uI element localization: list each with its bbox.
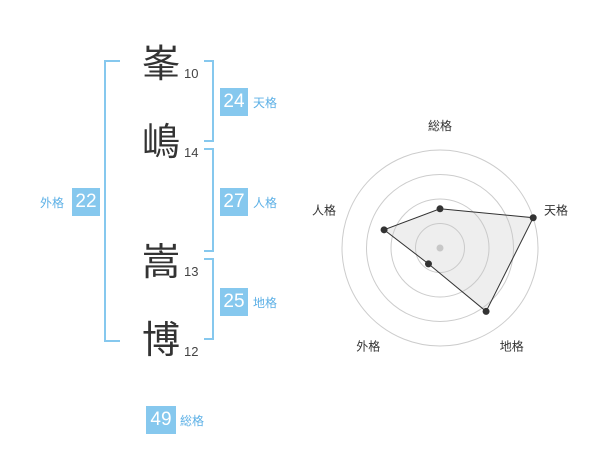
radar-point [436, 205, 444, 213]
name-char-3: 嵩 [142, 240, 181, 284]
radar-area [383, 208, 534, 313]
gaikaku-label: 外格 [40, 196, 65, 210]
radar-axis-label: 総格 [428, 118, 452, 133]
tenkaku-bracket [204, 60, 214, 142]
chikaku-value: 25 [220, 288, 248, 316]
radar-axis-label: 外格 [356, 339, 380, 354]
soukaku-value: 49 [146, 406, 176, 434]
chikaku-label: 地格 [253, 296, 278, 310]
radar-ring [341, 149, 539, 347]
soukaku-label: 総格 [180, 414, 205, 428]
tenkaku-value: 24 [220, 88, 248, 116]
radar-point [380, 226, 388, 234]
radar-axis-label: 地格 [500, 339, 524, 354]
chikaku-bracket [204, 258, 214, 340]
jinkaku-value: 27 [220, 188, 248, 216]
stroke-count-4: 12 [184, 344, 199, 359]
radar-point [424, 260, 432, 268]
name-char-4: 博 [142, 318, 181, 362]
stroke-count-2: 14 [184, 145, 199, 160]
radar-point [529, 214, 537, 222]
name-char-2: 嶋 [142, 120, 181, 164]
stroke-count-3: 13 [184, 264, 199, 279]
jinkaku-label: 人格 [253, 196, 278, 210]
stroke-count-1: 10 [184, 66, 199, 81]
radar-axis-label: 人格 [312, 202, 336, 217]
radar-axis-label: 天格 [544, 202, 568, 217]
radar-point [482, 307, 490, 315]
radar-center [436, 244, 444, 252]
jinkaku-bracket [204, 148, 214, 252]
tenkaku-label: 天格 [253, 96, 278, 110]
name-char-1: 峯 [142, 42, 181, 86]
radar-ring [415, 223, 465, 273]
gaikaku-bracket [104, 60, 120, 342]
gaikaku-value: 22 [72, 188, 100, 216]
radar-ring [366, 174, 514, 322]
radar-ring [390, 198, 490, 298]
